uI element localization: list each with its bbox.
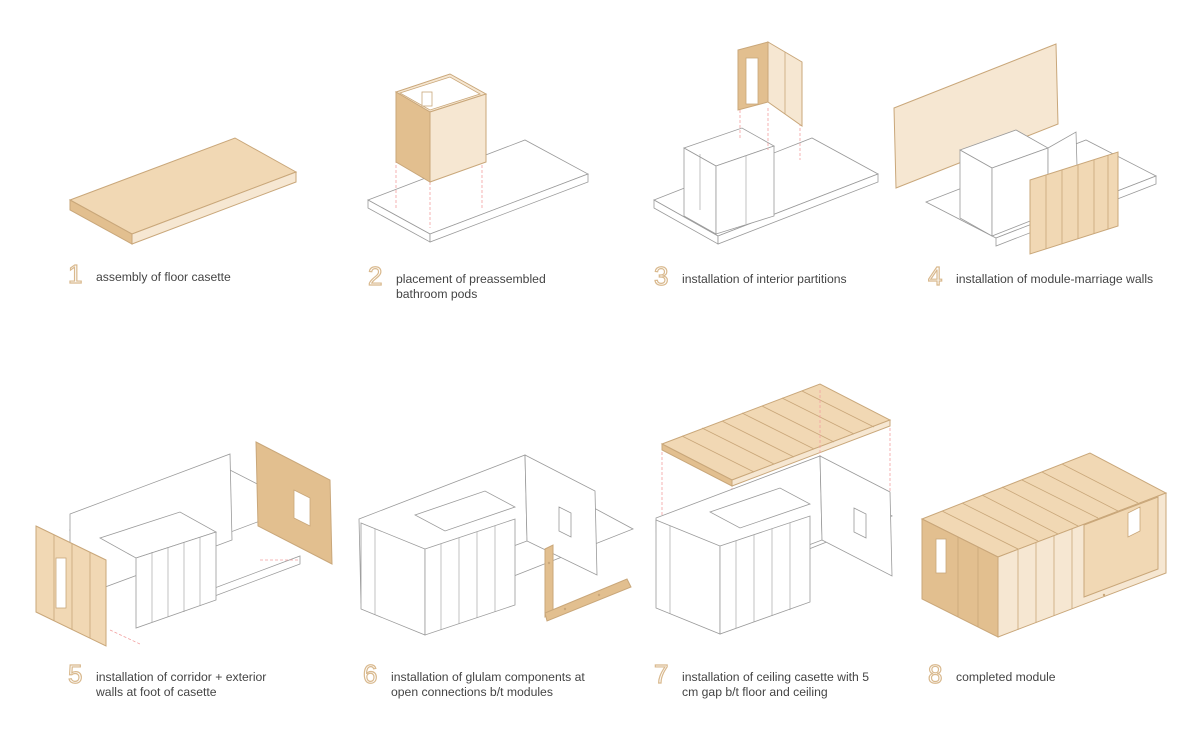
floor-cassette-illustration: [68, 137, 298, 245]
step-caption: placement of preassembled bathroom pods: [396, 272, 546, 301]
step-number: 8: [927, 659, 943, 689]
step-caption: installation of ceiling casette with 5 c…: [682, 670, 869, 699]
bathroom-pod-placement-illustration: [367, 73, 589, 243]
step-8: 8 completed module: [918, 445, 1198, 720]
step-caption: installation of interior partitions: [682, 272, 847, 286]
corridor-exterior-walls-illustration: [35, 441, 333, 647]
step-6: 6 installation of glulam components at o…: [355, 445, 635, 720]
step-caption: assembly of floor casette: [96, 270, 231, 284]
module-marriage-walls-illustration: [893, 43, 1157, 255]
step-5: 5 installation of corridor + exterior wa…: [30, 430, 333, 720]
step-4: 4 installation of module-marriage walls: [890, 40, 1170, 320]
step-number: 3: [653, 261, 669, 291]
step-number: 5: [67, 659, 83, 689]
step-caption: installation of corridor + exterior wall…: [96, 670, 267, 699]
ceiling-cassette-illustration: [655, 383, 893, 635]
step-number: 6: [362, 659, 378, 689]
step-7: 7 installation of ceiling casette with 5…: [650, 380, 930, 720]
glulam-components-illustration: [358, 454, 634, 636]
completed-module-illustration: [920, 452, 1168, 638]
interior-partitions-illustration: [653, 41, 879, 245]
step-1: 1 assembly of floor casette: [60, 130, 340, 320]
step-3: 3 installation of interior partitions: [650, 40, 930, 320]
step-caption: installation of module-marriage walls: [956, 272, 1154, 286]
step-number: 2: [367, 261, 383, 291]
step-caption: completed module: [956, 670, 1056, 684]
step-caption: installation of glulam components at ope…: [391, 670, 585, 699]
step-number: 1: [67, 259, 83, 289]
step-number: 4: [927, 261, 943, 291]
step-2: 2 placement of preassembled bathroom pod…: [360, 60, 640, 320]
step-number: 7: [653, 659, 669, 689]
